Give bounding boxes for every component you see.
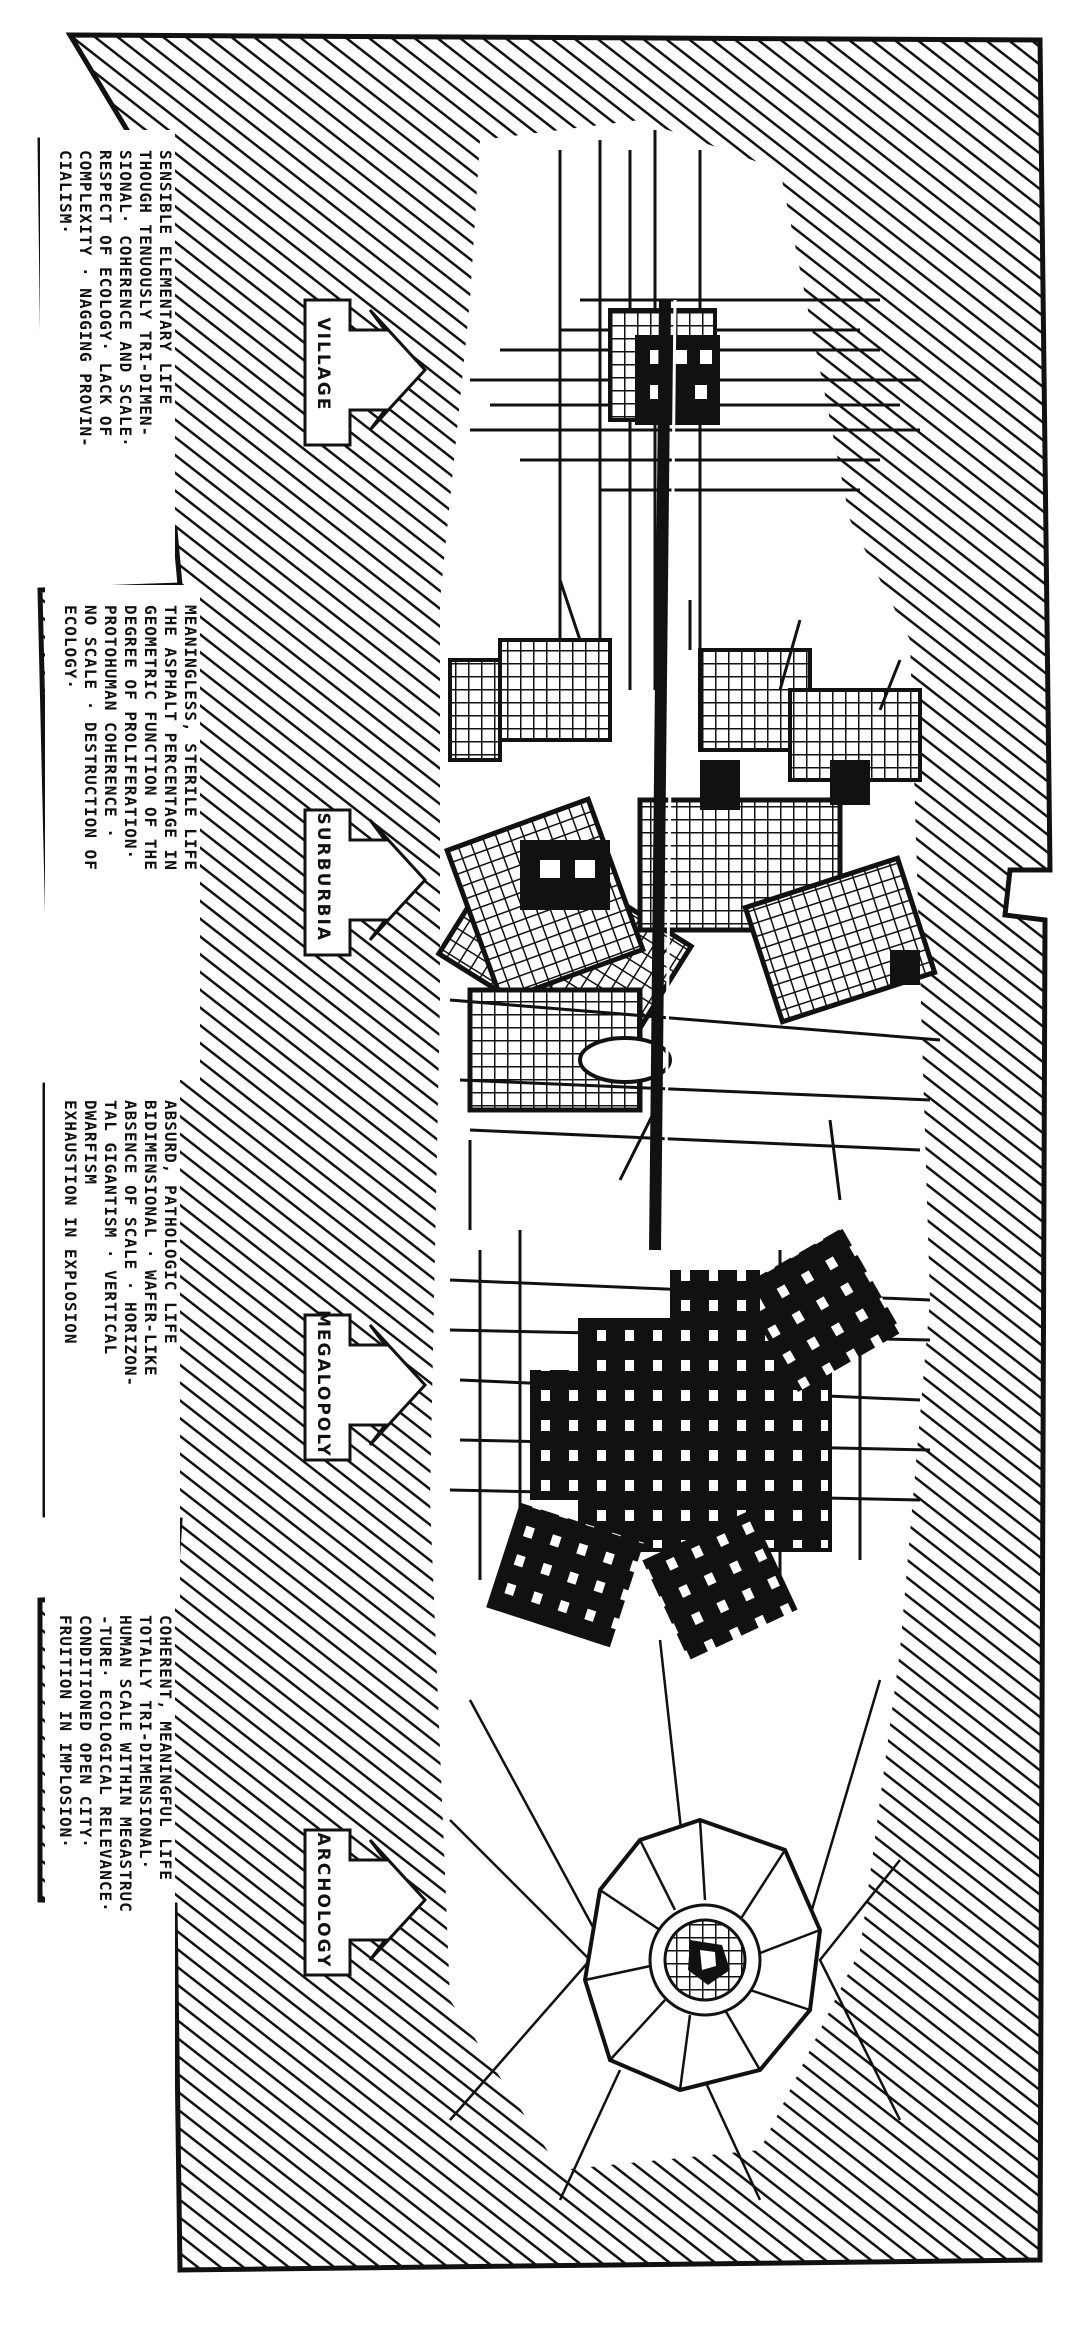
megalopoly-drawing xyxy=(449,1228,931,1661)
drawing-field xyxy=(430,120,930,2170)
village-description-box xyxy=(40,130,175,570)
arcology-description-line: COHERENT, MEANINGFUL LIFE xyxy=(156,1615,175,1881)
arcology-description-line: FRUITION IN IMPLOSION· xyxy=(56,1615,75,1849)
megalopoly-description-line: TAL GIGANTISM · VERTICAL xyxy=(101,1100,120,1355)
village-description-line: COMPLEXITY · NAGGING PROVIN- xyxy=(76,150,95,448)
village-description-line: SIONAL· COHERENCE AND SCALE· xyxy=(116,150,135,448)
suburbia-description-line: MEANINGLESS, STERILE LIFE xyxy=(181,605,200,871)
road-network xyxy=(449,1639,902,2201)
suburbia-label: SURBURBIA xyxy=(313,813,333,942)
village-description-line: CIALISM· xyxy=(56,150,75,235)
megalopoly-arrow xyxy=(303,1313,428,1462)
village-description-line: THOUGH TENUOUSLY TRI-DIMEN- xyxy=(136,150,155,437)
suburbia-description-line: PROTOHUMAN COHERENCE · xyxy=(101,605,120,839)
arcology-label: ARCHOLOGY xyxy=(313,1833,333,1969)
suburbia-description-line: NO SCALE · DESTRUCTION OF xyxy=(81,605,100,871)
suburbia-drawing xyxy=(435,579,941,1230)
suburbia-description-line: GEOMETRIC FUNCTION OF THE xyxy=(141,605,160,871)
village-label: VILLAGE xyxy=(313,318,333,412)
village-arrow xyxy=(303,298,428,447)
megalopoly-description-box xyxy=(45,1080,180,1600)
megalopoly-description-line: ABSURD, PATHOLOGIC LIFE xyxy=(161,1100,180,1345)
arcology-description-line: HUMAN SCALE WITHIN MEGASTRUC xyxy=(116,1615,135,1913)
megalopoly-description-line: DWARFISM xyxy=(81,1100,100,1185)
arcology-description-line: CONDITIONED OPEN CITY· xyxy=(76,1615,95,1849)
suburbia-arrow xyxy=(303,808,428,957)
arcology-arrow xyxy=(303,1828,428,1977)
arcology-description-box xyxy=(45,1595,175,2200)
suburbia-description-line: DEGREE OF PROLIFERATION· xyxy=(121,605,140,860)
central-spine xyxy=(649,299,671,1251)
suburbia-description-line: THE ASPHALT PERCENTAGE IN xyxy=(161,605,180,871)
megalopoly-label: MEGALOPOLY xyxy=(313,1310,333,1458)
city-drawing xyxy=(430,120,941,2201)
village-description-line: RESPECT OF ECOLOGY· LACK OF xyxy=(96,150,115,437)
suburbia-description-line: ECOLOGY· xyxy=(61,605,80,690)
megalopoly-description-line: ABSENCE OF SCALE · HORIZON- xyxy=(121,1100,140,1387)
arcology-drawing xyxy=(582,1817,823,2093)
megalopoly-description-line: EXHAUSTION IN EXPLOSION xyxy=(61,1100,80,1345)
arcology-description-line: -TURE· ECOLOGICAL RELEVANCE· xyxy=(96,1615,115,1913)
arcology-description-line: TOTALLY TRI-DIMENSIONAL· xyxy=(136,1615,155,1870)
suburbia-description-box xyxy=(45,585,200,1080)
village-description-line: SENSIBLE ELEMENTARY LIFE xyxy=(156,150,175,405)
megalopoly-description-line: BIDIMENSIONAL · WAFER-LIKE xyxy=(141,1100,160,1376)
